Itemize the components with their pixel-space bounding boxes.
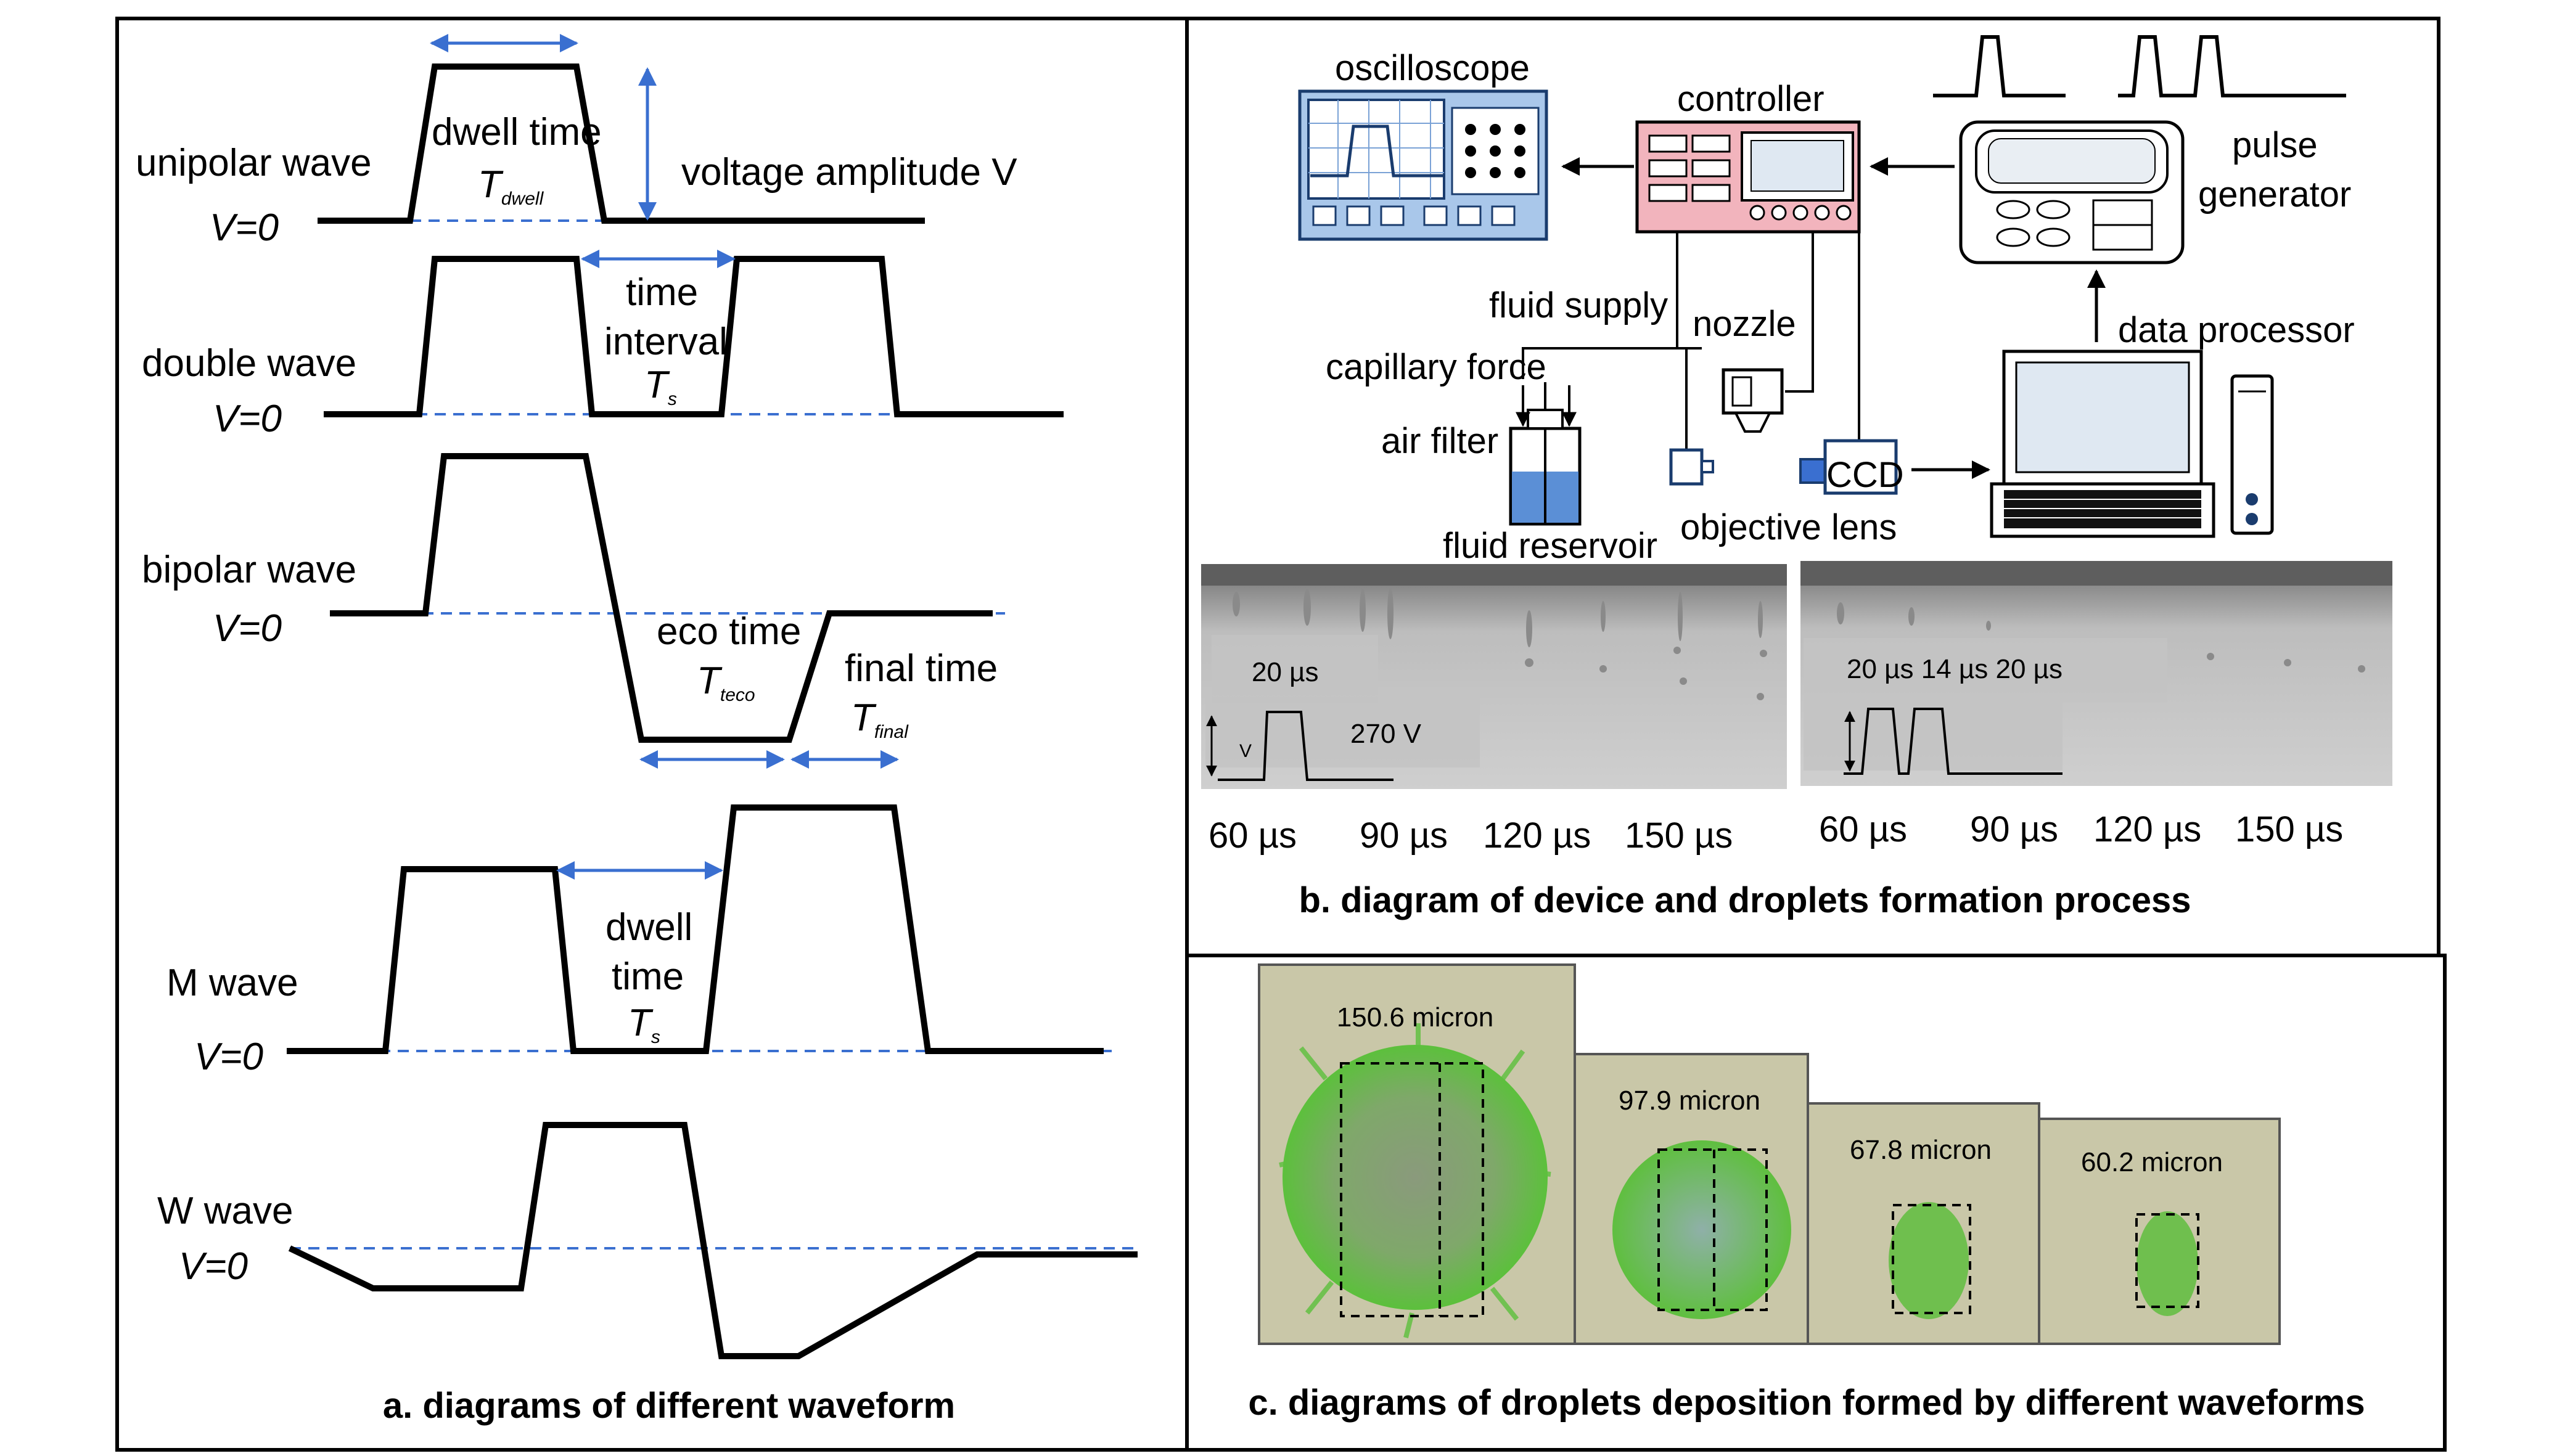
capillary-force-label: capillary force bbox=[1326, 347, 1546, 387]
left-axis-v: V bbox=[1239, 741, 1252, 761]
right-time-60: 60 µs bbox=[1819, 809, 1907, 849]
oscilloscope-label: oscilloscope bbox=[1335, 48, 1530, 88]
right-time-120: 120 µs bbox=[2093, 809, 2201, 849]
droplet-photo-1 bbox=[1258, 963, 1576, 1345]
right-pulse-timing: 20 µs 14 µs 20 µs bbox=[1847, 654, 2063, 684]
dwell-symbol: Tdwell bbox=[478, 163, 544, 209]
left-voltage: 270 V bbox=[1350, 719, 1422, 749]
controller-label: controller bbox=[1677, 79, 1825, 119]
panel-c-frame bbox=[1185, 954, 2447, 1452]
final-time-label: final time bbox=[845, 647, 998, 690]
m-waveform bbox=[287, 804, 1104, 1054]
left-droplet-photo bbox=[1201, 564, 1787, 789]
amplitude-label: voltage amplitude V bbox=[681, 151, 1017, 194]
right-time-150: 150 µs bbox=[2235, 809, 2343, 849]
fluid-supply-line bbox=[1522, 231, 1678, 379]
right-time-90: 90 µs bbox=[1970, 809, 2058, 849]
m-dwell-symbol: Ts bbox=[628, 1002, 660, 1047]
panel-b: oscilloscope controller bbox=[1201, 35, 2392, 920]
droplet-photo-4 bbox=[2038, 1118, 2281, 1345]
dwell-time-label: dwell time bbox=[432, 111, 602, 153]
nozzle-label: nozzle bbox=[1693, 304, 1796, 344]
droplet-size-4: 60.2 micron bbox=[2081, 1147, 2223, 1177]
objective-lens-icon bbox=[1669, 448, 1714, 486]
droplet-size-1: 150.6 micron bbox=[1337, 1002, 1493, 1033]
double-pulse-shape bbox=[2118, 35, 2346, 97]
left-time-120: 120 µs bbox=[1483, 816, 1591, 856]
m-dwell-line2: time bbox=[612, 955, 684, 998]
pulse-generator-line1: pulse bbox=[2232, 125, 2318, 165]
panel-c-caption: c. diagrams of droplets deposition forme… bbox=[1248, 1383, 2365, 1423]
data-processor-icon bbox=[1990, 350, 2274, 538]
right-droplet-photo bbox=[1800, 561, 2392, 786]
bipolar-wave-label: bipolar wave bbox=[142, 549, 356, 591]
left-time-150: 150 µs bbox=[1625, 816, 1733, 856]
left-pulse-width: 20 µs bbox=[1252, 657, 1319, 687]
bipolar-waveform bbox=[330, 453, 993, 743]
objective-lens-label: objective lens bbox=[1680, 507, 1897, 547]
air-filter-label: air filter bbox=[1381, 421, 1498, 461]
fluid-supply-label: fluid supply bbox=[1489, 285, 1668, 325]
droplet-photo-3 bbox=[1807, 1102, 2040, 1345]
eco-time-label: eco time bbox=[657, 610, 801, 653]
eco-symbol: Tteco bbox=[697, 660, 755, 705]
oscilloscope-icon bbox=[1298, 89, 1548, 241]
nozzle-icon bbox=[1722, 368, 1784, 433]
unipolar-zero-label: V=0 bbox=[210, 207, 279, 249]
double-waveform bbox=[324, 256, 1064, 417]
m-dwell-line1: dwell bbox=[605, 906, 692, 949]
panel-a: unipolar wave V=0 dwell time Tdwell volt… bbox=[136, 34, 1138, 1426]
interval-line2: interval bbox=[604, 321, 728, 363]
nozzle-wire bbox=[1785, 231, 1814, 393]
panel-b-caption: b. diagram of device and droplets format… bbox=[1299, 880, 2191, 920]
single-pulse-shape bbox=[1933, 35, 2066, 97]
left-time-90: 90 µs bbox=[1360, 816, 1448, 856]
w-wave-label: W wave bbox=[157, 1190, 293, 1232]
ccd-label: CCD bbox=[1826, 455, 1904, 495]
interval-symbol: Ts bbox=[644, 364, 677, 409]
interval-line1: time bbox=[626, 271, 698, 314]
droplet-photo-2 bbox=[1574, 1053, 1809, 1345]
double-zero-label: V=0 bbox=[213, 398, 282, 440]
controller-icon bbox=[1635, 120, 1861, 234]
m-zero-label: V=0 bbox=[194, 1036, 263, 1078]
fluid-reservoir-label: fluid reservoir bbox=[1443, 526, 1657, 566]
pulse-generator-line2: generator bbox=[2198, 174, 2351, 215]
fluid-reservoir-icon bbox=[1509, 382, 1582, 526]
panel-a-caption: a. diagrams of different waveform bbox=[383, 1386, 955, 1426]
droplet-size-3: 67.8 micron bbox=[1850, 1135, 1992, 1165]
pulse-generator-icon bbox=[1959, 120, 2185, 264]
unipolar-wave-label: unipolar wave bbox=[136, 142, 372, 184]
panel-c: 150.6 micron 97.9 micron 67.8 micron 60.… bbox=[1248, 963, 2365, 1423]
w-waveform bbox=[288, 1122, 1138, 1359]
left-time-60: 60 µs bbox=[1209, 816, 1297, 856]
ccd-camera-icon bbox=[1799, 439, 1898, 495]
bipolar-zero-label: V=0 bbox=[213, 607, 282, 650]
unipolar-waveform bbox=[318, 63, 925, 224]
double-wave-label: double wave bbox=[142, 342, 356, 385]
droplet-size-2: 97.9 micron bbox=[1619, 1086, 1760, 1116]
final-symbol: Tfinal bbox=[851, 697, 909, 742]
data-processor-label: data processor bbox=[2118, 310, 2355, 350]
w-zero-label: V=0 bbox=[179, 1245, 248, 1288]
m-wave-label: M wave bbox=[166, 962, 298, 1004]
